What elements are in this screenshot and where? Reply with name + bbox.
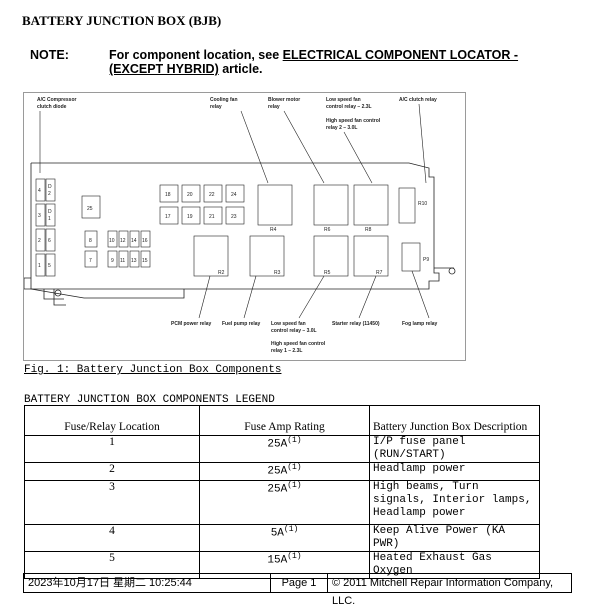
relay-r8: R8 [365, 227, 372, 233]
bjb-diagram: A/C Compressor clutch diode Cooling fan … [24, 97, 456, 354]
cell-location: 2 [24, 462, 200, 481]
callout-ac-compressor-1: A/C Compressor [37, 97, 77, 103]
locator-link-line2[interactable]: (EXCEPT HYBRID) [109, 62, 219, 76]
relay-r4: R4 [270, 227, 277, 233]
fuse-25: 25 [87, 206, 93, 212]
svg-text:2: 2 [48, 191, 51, 197]
fuse-24: 24 [231, 192, 237, 198]
cell-location: 4 [24, 524, 200, 552]
table-row: 1 25A(1) I/P fuse panel (RUN/START) [24, 435, 540, 463]
callout-blower-1: Blower motor [268, 97, 300, 103]
cell-amp: 15A(1) [199, 551, 370, 579]
callout-low-fan-top-1: Low speed fan [326, 97, 361, 103]
fuse-5: 5 [48, 263, 51, 269]
fuse-15: 15 [142, 258, 148, 264]
relay-r5: R5 [324, 270, 331, 276]
fuse-17: 17 [165, 214, 171, 220]
fuse-3: 3 [38, 213, 41, 219]
fuse-23: 23 [231, 214, 237, 220]
fuse-20: 20 [187, 192, 193, 198]
legend-title: BATTERY JUNCTION BOX COMPONENTS LEGEND [24, 394, 275, 406]
col-header-description: Battery Junction Box Description [369, 405, 540, 436]
fuse-4: 4 [38, 188, 41, 194]
callout-high-fan-top-1: High speed fan control [326, 118, 381, 124]
figure-caption: Fig. 1: Battery Junction Box Components [24, 364, 282, 376]
callout-low-fan-bottom-1: Low speed fan [271, 321, 306, 327]
relay-r3: R3 [274, 270, 281, 276]
fuse-7: 7 [89, 258, 92, 264]
cell-amp: 25A(1) [199, 435, 370, 463]
locator-link-line1[interactable]: ELECTRICAL COMPONENT LOCATOR - [282, 48, 519, 62]
fuse-11: 11 [120, 258, 125, 264]
cell-amp: 5A(1) [199, 524, 370, 552]
callout-high-fan-bottom-2: relay 1 – 2.3L [271, 348, 302, 354]
callout-blower-2: relay [268, 104, 280, 110]
callout-cooling-fan-1: Cooling fan [210, 97, 238, 103]
cell-description: Keep Alive Power (KA PWR) [369, 524, 540, 552]
junction-box-outline [24, 162, 456, 306]
fuse-22: 22 [209, 192, 215, 198]
footer-page: Page 1 [271, 574, 328, 592]
fuse-14: 14 [131, 238, 137, 244]
svg-text:D: D [48, 184, 52, 190]
fuse-19: 19 [187, 214, 193, 220]
table-row: 3 25A(1) High beams, Turn signals, Inter… [24, 480, 540, 525]
cell-description: I/P fuse panel (RUN/START) [369, 435, 540, 463]
col-header-location: Fuse/Relay Location [24, 405, 200, 436]
fuse-6: 6 [48, 238, 51, 244]
callout-pcm-power: PCM power relay [171, 321, 212, 327]
fuse-8: 8 [89, 238, 92, 244]
note-label: NOTE: [30, 48, 69, 62]
svg-text:D: D [48, 209, 52, 215]
table-row: 5 15A(1) Heated Exhaust Gas Oxygen [24, 551, 540, 579]
fuse-2: 2 [38, 238, 41, 244]
cell-location: 1 [24, 435, 200, 463]
relay-p9: P9 [423, 257, 429, 263]
fuse-13: 13 [131, 258, 137, 264]
cell-description: High beams, Turn signals, Interior lamps… [369, 480, 540, 525]
table-row: 4 5A(1) Keep Alive Power (KA PWR) [24, 524, 540, 552]
relay-r7: R7 [376, 270, 383, 276]
callout-low-fan-bottom-2: control relay – 3.0L [271, 328, 317, 334]
cell-description: Headlamp power [369, 462, 540, 481]
callout-fog-lamp: Fog lamp relay [402, 321, 438, 327]
cell-location: 3 [24, 480, 200, 525]
note-suffix: article. [218, 62, 263, 76]
callout-cooling-fan-2: relay [210, 104, 222, 110]
callout-starter: Starter relay (11450) [332, 321, 380, 327]
callout-high-fan-bottom-1: High speed fan control [271, 341, 326, 347]
fuse-21: 21 [209, 214, 215, 220]
fuse-16: 16 [142, 238, 148, 244]
legend-table: Fuse/Relay Location Fuse Amp Rating Batt… [24, 405, 540, 579]
fuse-10: 10 [109, 238, 115, 244]
svg-text:1: 1 [48, 216, 51, 222]
callout-low-fan-top-2: control relay – 2.3L [326, 104, 372, 110]
note-text: For component location, see ELECTRICAL C… [109, 48, 549, 76]
footer-copyright: © 2011 Mitchell Repair Information Compa… [332, 577, 554, 607]
cell-description: Heated Exhaust Gas Oxygen [369, 551, 540, 579]
callout-ac-compressor-2: clutch diode [37, 104, 67, 110]
fuse-12: 12 [120, 238, 126, 244]
relay-r2: R2 [218, 270, 225, 276]
fuse-9: 9 [111, 258, 114, 264]
cell-location: 5 [24, 551, 200, 579]
page-footer: 2023年10月17日 星期二 10:25:44 Page 1 © 2011 M… [23, 573, 572, 607]
fuse-18: 18 [165, 192, 171, 198]
callout-high-fan-top-2: relay 2 – 3.0L [326, 125, 357, 131]
fuse-1: 1 [38, 263, 41, 269]
bjb-figure: A/C Compressor clutch diode Cooling fan … [23, 92, 466, 361]
relay-r6: R6 [324, 227, 331, 233]
note-prefix: For component location, see [109, 48, 283, 62]
col-header-amp: Fuse Amp Rating [199, 405, 370, 436]
table-row: 2 25A(1) Headlamp power [24, 462, 540, 481]
relay-r10: R10 [418, 201, 427, 207]
cell-amp: 25A(1) [199, 462, 370, 481]
callout-ac-clutch: A/C clutch relay [399, 97, 437, 103]
cell-amp: 25A(1) [199, 480, 370, 525]
callout-fuel-pump: Fuel pump relay [222, 321, 261, 327]
footer-timestamp: 2023年10月17日 星期二 10:25:44 [24, 574, 271, 592]
page-title: BATTERY JUNCTION BOX (BJB) [22, 13, 222, 28]
